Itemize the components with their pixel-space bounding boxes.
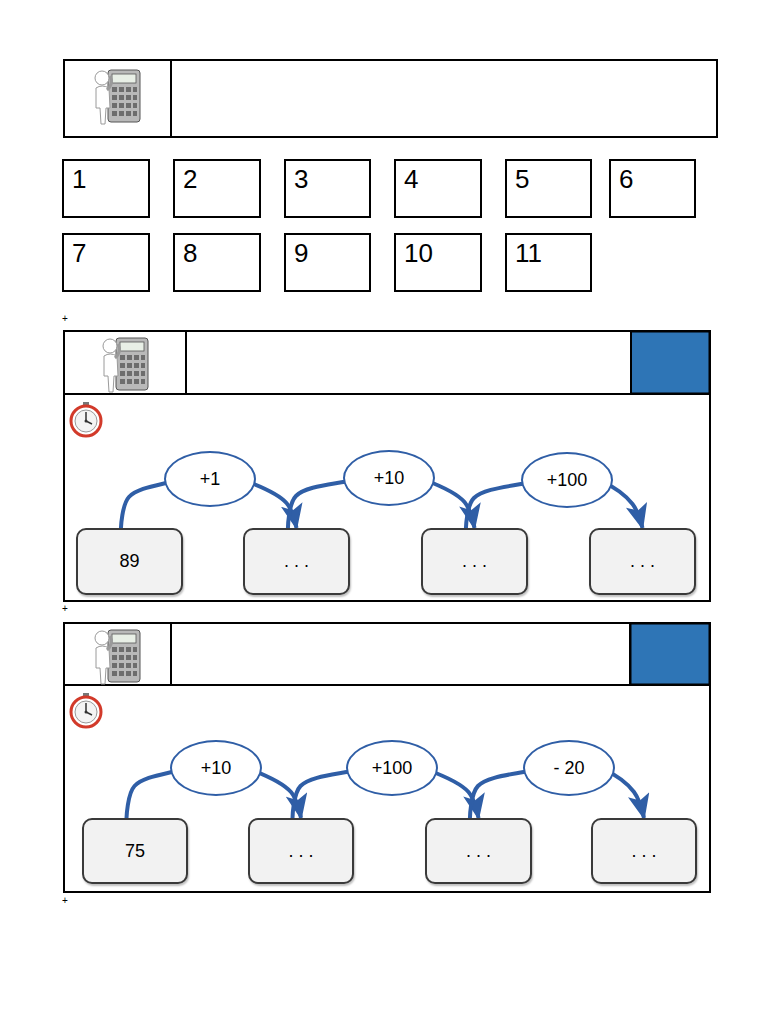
margin-mark-text: + — [62, 603, 68, 614]
operation-text: +100 — [547, 470, 588, 491]
box-value: . . . — [288, 841, 313, 862]
number-box: 4 — [394, 159, 482, 218]
operation-text: +10 — [201, 758, 232, 779]
box-number: 11 — [515, 238, 542, 268]
box-number: 4 — [404, 164, 418, 194]
number-box: 10 — [394, 233, 482, 292]
value-box: . . . — [591, 818, 697, 884]
stopwatch-icon — [71, 693, 101, 727]
box-value: . . . — [630, 551, 655, 572]
box-number: 6 — [619, 164, 633, 194]
operation-text: +100 — [372, 758, 413, 779]
box-value: . . . — [462, 551, 487, 572]
value-box: 89 — [76, 528, 183, 595]
margin-mark: + — [62, 314, 68, 324]
box-number: 10 — [404, 238, 433, 268]
number-box: 5 — [505, 159, 592, 218]
value-box: . . . — [589, 528, 696, 595]
number-box: 3 — [284, 159, 371, 218]
operation-text: +1 — [200, 469, 221, 490]
margin-mark-text: + — [62, 895, 68, 906]
box-number: 1 — [72, 164, 86, 194]
value-box: . . . — [248, 818, 354, 884]
number-box: 1 — [62, 159, 150, 218]
box-number: 7 — [72, 238, 86, 268]
number-box: 6 — [609, 159, 696, 218]
score-square — [631, 624, 709, 684]
box-value: . . . — [466, 841, 491, 862]
exercise-panel — [64, 623, 710, 892]
margin-mark-text: + — [62, 313, 68, 324]
number-box: 2 — [173, 159, 261, 218]
number-box: 9 — [284, 233, 371, 292]
exercise-panel — [64, 331, 710, 601]
margin-mark: + — [62, 604, 68, 614]
number-box: 8 — [173, 233, 261, 292]
operation-oval: - 20 — [523, 740, 615, 796]
box-value: . . . — [631, 841, 656, 862]
margin-mark: + — [62, 896, 68, 906]
box-number: 3 — [294, 164, 308, 194]
operation-oval: +1 — [164, 451, 256, 507]
operation-oval: +100 — [346, 740, 438, 796]
box-number: 9 — [294, 238, 308, 268]
calculator-icon — [95, 630, 140, 684]
box-number: 8 — [183, 238, 197, 268]
operation-oval: +100 — [521, 452, 613, 508]
box-number: 5 — [515, 164, 529, 194]
calculator-icon — [95, 70, 140, 124]
value-box: . . . — [425, 818, 532, 884]
score-square — [631, 332, 709, 393]
value-box: . . . — [421, 528, 528, 595]
operation-oval: +10 — [343, 450, 435, 506]
number-box: 11 — [505, 233, 592, 292]
operation-text: - 20 — [553, 758, 584, 779]
box-number: 2 — [183, 164, 197, 194]
box-value: . . . — [284, 551, 309, 572]
box-value: 89 — [119, 551, 139, 572]
value-box: 75 — [82, 818, 188, 884]
calculator-icon — [103, 338, 148, 392]
operation-text: +10 — [374, 468, 405, 489]
stopwatch-icon — [71, 402, 101, 436]
number-box: 7 — [62, 233, 150, 292]
operation-oval: +10 — [170, 740, 262, 796]
header-box — [64, 60, 717, 137]
value-box: . . . — [243, 528, 350, 595]
box-value: 75 — [125, 841, 145, 862]
